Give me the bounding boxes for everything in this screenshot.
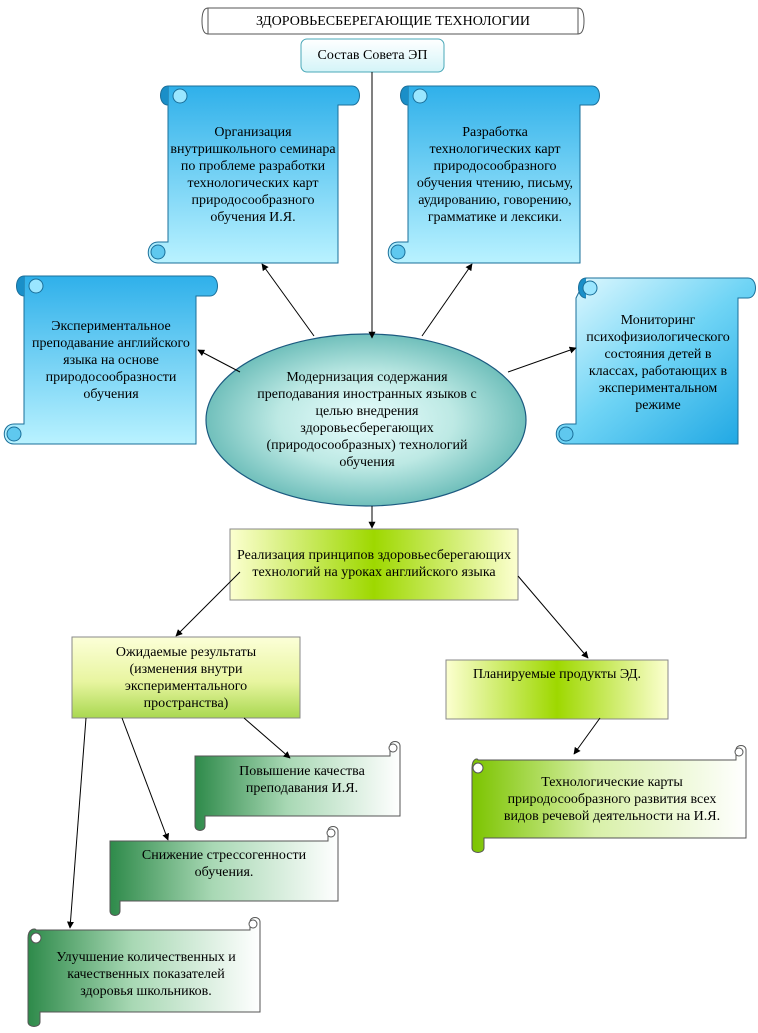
arrow-to-seminar [261,263,315,337]
arrow-to-expected [175,571,241,637]
realization-box: Реализация принципов здоровьесберегающих… [237,548,511,580]
stress-box: Снижение стрессогенности обучения. [141,848,307,880]
cards-box: Разработка технологических карт природос… [416,125,574,225]
planned-box: Планируемые продукты ЭД. [472,667,642,682]
health-box: Улучшение количественных и качественных … [56,949,236,999]
seminar-box: Организация внутришкольного семинара по … [170,125,336,225]
arrow-to-health [66,717,87,929]
center-ellipse: Модернизация содержания преподавания ино… [257,370,477,470]
arrow-to-cards [421,263,473,337]
arrow-to-planned [517,575,589,659]
arrow-to-techcards [573,717,601,755]
experimental-box: Экспериментальное преподавание английско… [32,318,190,402]
techcards-box: Технологические карты природосообразного… [503,774,721,824]
council-box: Состав Совета ЭП [317,48,428,63]
diagram-title: ЗДОРОВЬЕСБЕРЕГАЮЩИЕ ТЕХНОЛОГИИ [255,13,531,29]
expected-box: Ожидаемые результаты (изменения внутри э… [115,645,257,711]
monitoring-box: Мониторинг психофизиологического состоян… [586,313,730,413]
arrow-to-experimental [197,349,241,373]
arrow-to-stress [121,717,170,841]
arrow-to-quality [243,717,291,759]
quality-box: Повышение качества преподавания И.Я. [239,764,365,796]
arrow-to-monitoring [507,346,577,373]
